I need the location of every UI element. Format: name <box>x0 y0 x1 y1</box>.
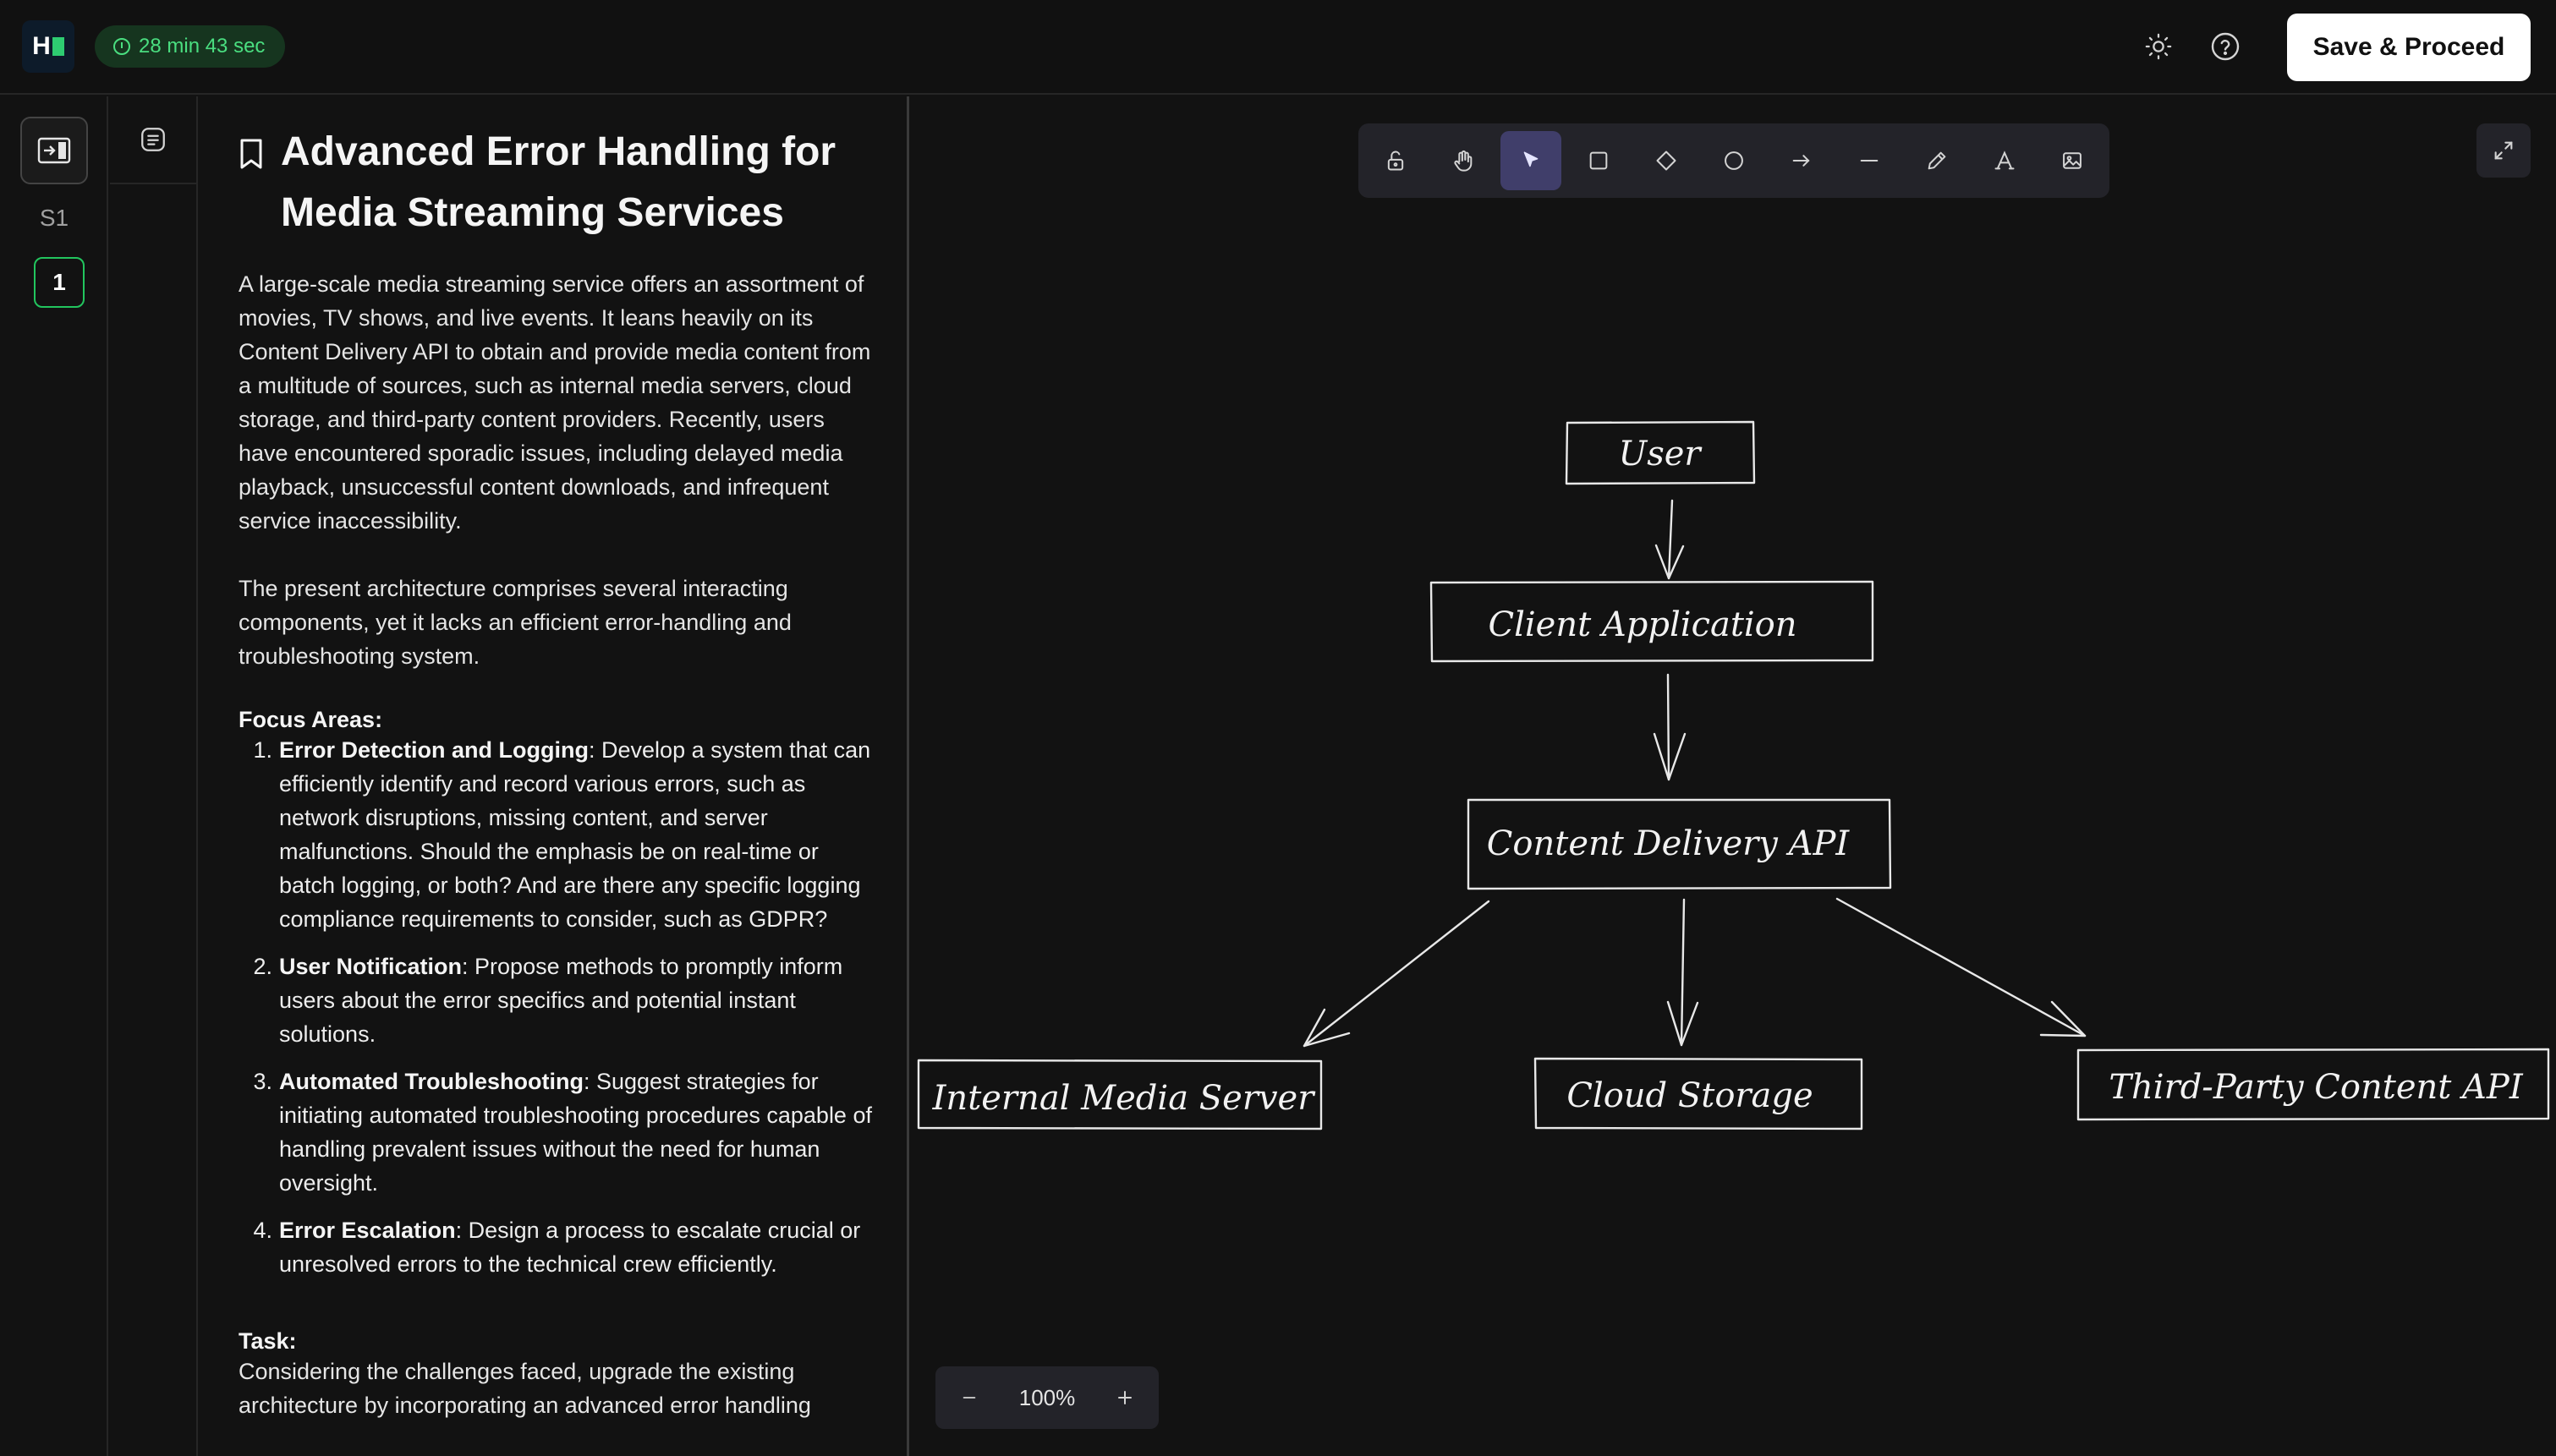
problem-paragraph-1: A large-scale media streaming service of… <box>239 271 871 534</box>
focus-areas-list: 1. Error Detection and Logging: Develop … <box>239 733 873 1281</box>
question-number-button[interactable]: 1 <box>34 257 85 308</box>
zoom-control: 100% <box>935 1366 1159 1429</box>
problem-title: Advanced Error Handling for Media Stream… <box>281 129 836 235</box>
task-heading: Task: <box>239 1328 297 1354</box>
logo-text: H <box>32 32 51 60</box>
arrow-right-icon[interactable] <box>1771 131 1832 190</box>
problem-tabs-rail <box>110 96 198 1456</box>
task-text: Considering the challenges faced, upgrad… <box>239 1359 811 1418</box>
text-icon[interactable] <box>1974 131 2035 190</box>
circle-icon[interactable] <box>1703 131 1764 190</box>
timer-badge: 28 min 43 sec <box>95 25 286 68</box>
zoom-level: 100% <box>1018 1384 1076 1410</box>
focus-item: 4. Error Escalation: Design a process to… <box>253 1218 861 1277</box>
cursor-icon[interactable] <box>1500 131 1561 190</box>
clock-icon <box>113 38 130 55</box>
section-rail: S1 1 <box>0 96 108 1456</box>
image-icon[interactable] <box>2042 131 2103 190</box>
document-list-icon[interactable] <box>110 96 196 184</box>
hand-icon[interactable] <box>1433 131 1494 190</box>
timer-text: 28 min 43 sec <box>139 35 266 57</box>
problem-statement-panel: Advanced Error Handling for Media Stream… <box>200 96 907 1456</box>
help-circle-icon[interactable] <box>2209 30 2241 63</box>
expand-icon[interactable] <box>2476 123 2531 178</box>
app-logo: H <box>22 20 74 73</box>
focus-item: 3. Automated Troubleshooting: Suggest st… <box>253 1069 872 1196</box>
top-bar: H 28 min 43 sec Save & Proceed <box>0 0 2556 95</box>
focus-areas-heading: Focus Areas: <box>239 707 383 732</box>
sun-icon[interactable] <box>2142 30 2175 63</box>
drawing-canvas[interactable] <box>909 96 2556 1456</box>
focus-item: 1. Error Detection and Logging: Develop … <box>253 737 871 932</box>
problem-paragraph-2: The present architecture comprises sever… <box>239 576 792 669</box>
pencil-icon[interactable] <box>1906 131 1967 190</box>
save-and-proceed-button[interactable]: Save & Proceed <box>2287 14 2531 81</box>
plus-icon[interactable] <box>1108 1381 1142 1415</box>
square-icon[interactable] <box>1568 131 1629 190</box>
unlock-icon[interactable] <box>1365 131 1426 190</box>
line-icon[interactable] <box>1839 131 1900 190</box>
minus-icon[interactable] <box>952 1381 986 1415</box>
panel-resize-handle[interactable] <box>907 96 909 1456</box>
bookmark-icon[interactable] <box>239 137 264 175</box>
drawing-toolbar <box>1358 123 2109 198</box>
section-label: S1 <box>39 205 69 231</box>
panel-toggle-icon[interactable] <box>20 117 88 184</box>
diamond-icon[interactable] <box>1636 131 1697 190</box>
focus-item: 2. User Notification: Propose methods to… <box>253 954 843 1047</box>
